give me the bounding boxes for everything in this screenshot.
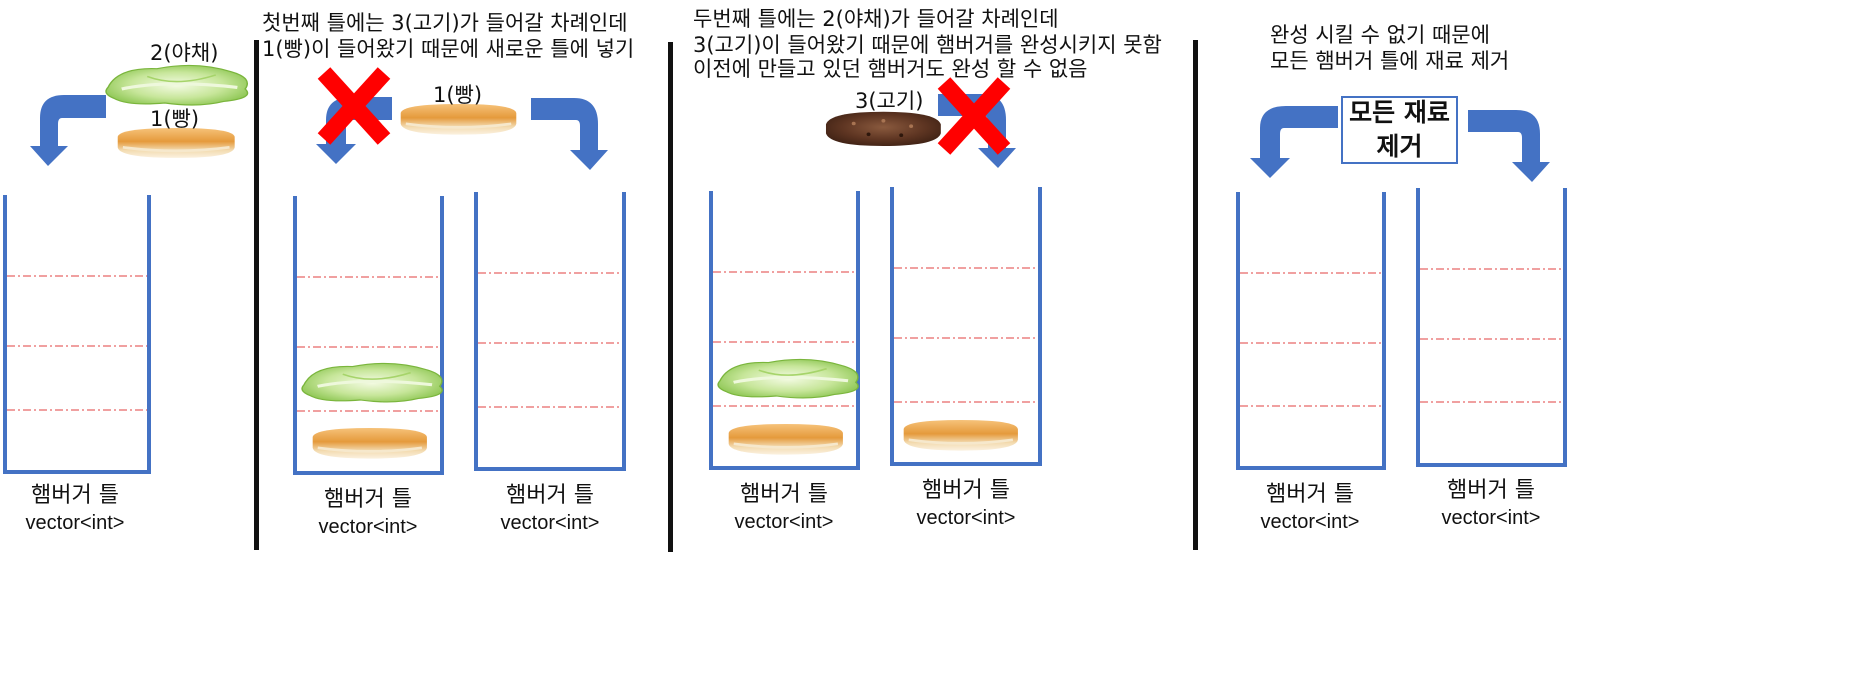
- panel2-curved-arrow-left: [316, 97, 392, 164]
- panel1-levels: [7, 275, 147, 411]
- panel3-bun-in-container-right: [902, 418, 1020, 452]
- panel1-caption-sub: vector<int>: [25, 512, 125, 534]
- panel1-bun-label: 1(빵): [150, 107, 200, 131]
- separator-3: [1193, 40, 1198, 550]
- panel3-note-line2: 3(고기)이 들어왔기 때문에 햄버거를 완성시키지 못함: [693, 33, 1162, 57]
- panel1-curved-arrow-left: [30, 95, 106, 166]
- panel1-veg-label: 2(야채): [150, 41, 219, 65]
- panel3-container-left: [709, 191, 860, 470]
- panel4-caption-left-title: 햄버거 틀: [1266, 482, 1354, 507]
- panel4-caption-right-sub: vector<int>: [1441, 507, 1541, 529]
- panel4-container-left: [1236, 192, 1386, 470]
- panel2-curved-arrow-right: [531, 98, 608, 170]
- panel1-caption: 햄버거 틀 vector<int>: [0, 482, 170, 536]
- panel4-caption-left: 햄버거 틀 vector<int>: [1215, 481, 1405, 535]
- panel4-levels: [1240, 268, 1563, 407]
- panel2-note-line2: 1(빵)이 들어왔기 때문에 새로운 틀에 넣기: [262, 37, 635, 61]
- panel3-meat-image: [825, 111, 941, 146]
- panel2-bun-label: 1(빵): [433, 83, 483, 107]
- panel4-caption-right-title: 햄버거 틀: [1447, 478, 1535, 503]
- panel3-caption-right: 햄버거 틀 vector<int>: [871, 477, 1061, 531]
- panel2-caption-right: 햄버거 틀 vector<int>: [455, 482, 645, 536]
- panel2-bun-image: [399, 102, 518, 136]
- panel2-caption-right-sub: vector<int>: [500, 512, 600, 534]
- panel3-caption-left: 햄버거 틀 vector<int>: [689, 481, 879, 535]
- panel1-caption-title: 햄버거 틀: [31, 483, 119, 508]
- panel4-container-right: [1416, 188, 1567, 467]
- panel2-container-right: [474, 192, 626, 471]
- panel3-note-line1: 두번째 틀에는 2(야채)가 들어갈 차례인데: [693, 7, 1059, 31]
- panel3-caption-left-sub: vector<int>: [734, 511, 834, 533]
- panel3-caption-right-sub: vector<int>: [916, 507, 1016, 529]
- panel4-caption-right: 햄버거 틀 vector<int>: [1396, 477, 1586, 531]
- panel1-bun-image: [116, 126, 237, 160]
- panel2-veg-in-container: [300, 361, 445, 404]
- panel4-caption-left-sub: vector<int>: [1260, 511, 1360, 533]
- panel1-container: [3, 195, 151, 474]
- panel2-caption-right-title: 햄버거 틀: [506, 483, 594, 508]
- panel4-note-line2: 모든 햄버거 틀에 재료 제거: [1270, 49, 1510, 73]
- panel2-levels: [297, 272, 622, 412]
- panel3-bun-in-container-left: [727, 422, 845, 456]
- panel2-note-line1: 첫번째 틀에는 3(고기)가 들어갈 차례인데: [262, 11, 628, 35]
- panel3-caption-right-title: 햄버거 틀: [922, 478, 1010, 503]
- panel2-caption-left-title: 햄버거 틀: [324, 487, 412, 512]
- panel3-veg-in-container: [716, 357, 861, 400]
- separator-1: [254, 40, 259, 550]
- panel4-curved-arrow-right: [1468, 110, 1550, 182]
- panel4-note-line1: 완성 시킬 수 없기 때문에: [1270, 23, 1490, 47]
- panel2-container-left: [293, 196, 444, 475]
- panel3-levels: [713, 267, 1038, 407]
- panel4-remove-all-box: 모든 재료 제거: [1341, 96, 1458, 164]
- panel1-veg-image: [104, 63, 250, 107]
- panel4-curved-arrow-left: [1250, 106, 1338, 178]
- panel3-caption-left-title: 햄버거 틀: [740, 482, 828, 507]
- panel2-caption-left-sub: vector<int>: [318, 516, 418, 538]
- separator-2: [668, 42, 673, 552]
- panel3-meat-label: 3(고기): [855, 89, 924, 113]
- panel3-container-right: [890, 187, 1042, 466]
- panel3-note-line3: 이전에 만들고 있던 햄버거도 완성 할 수 없음: [693, 57, 1088, 81]
- panel2-caption-left: 햄버거 틀 vector<int>: [273, 486, 463, 540]
- panel2-bun-in-container: [311, 426, 429, 460]
